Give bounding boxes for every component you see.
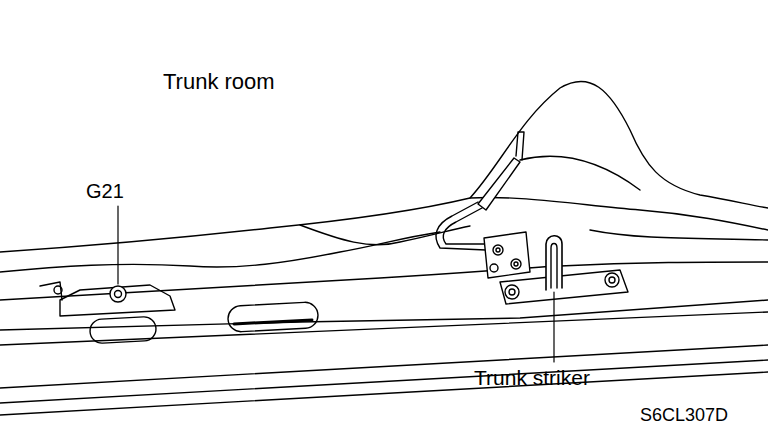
ground-point-label: G21 (86, 180, 124, 202)
figure-code: S6CL307D (640, 406, 728, 426)
part-label: Trunk striker (474, 366, 590, 389)
area-label: Trunk room (163, 70, 275, 94)
